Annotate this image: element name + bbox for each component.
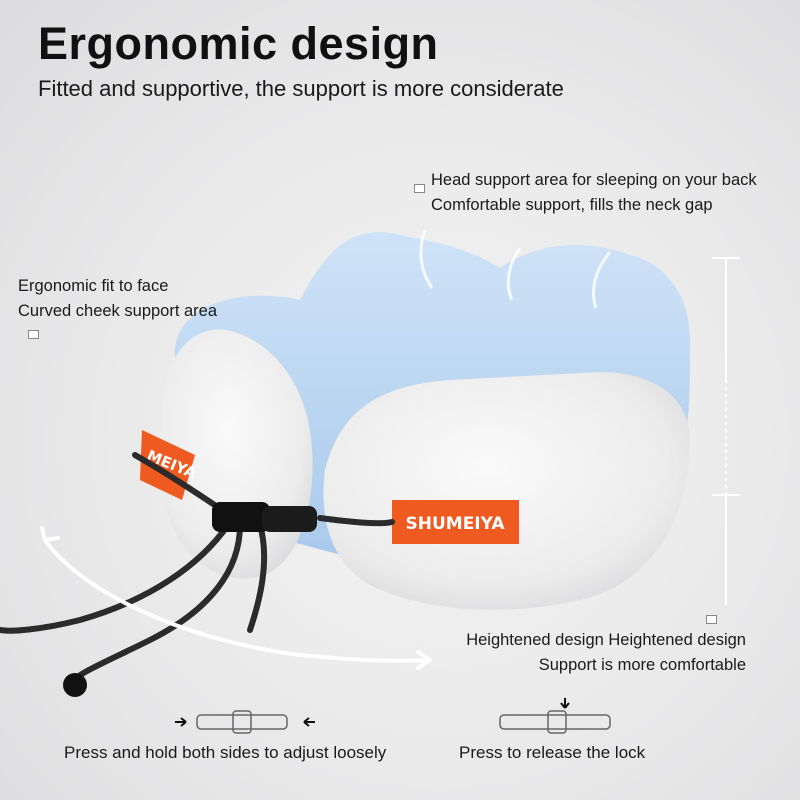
face-fit-line1: Ergonomic fit to face <box>18 277 169 295</box>
brand-tag-right: SHUMEIYA <box>392 500 519 544</box>
release-lock-diagram <box>499 698 611 734</box>
height-indicator <box>712 257 740 605</box>
head-support-note: Head support area for sleeping on your b… <box>431 168 757 218</box>
face-note-bullet <box>28 330 39 339</box>
head-note-bullet <box>414 184 425 193</box>
brand-tag-right-text: SHUMEIYA <box>406 514 506 534</box>
height-line1: Heightened design Heightened design <box>466 631 746 649</box>
height-note-bullet <box>706 615 717 624</box>
height-line2: Support is more comfortable <box>538 656 746 674</box>
page-title: Ergonomic design <box>38 18 439 69</box>
height-note: Heightened design Heightened design Supp… <box>466 628 746 678</box>
adjust-lock-diagram <box>175 710 315 734</box>
page-subtitle: Fitted and supportive, the support is mo… <box>38 76 564 101</box>
cord-end-bead <box>63 673 87 697</box>
head-support-line2: Comfortable support, fills the neck gap <box>431 196 713 214</box>
curved-arrow <box>43 538 431 663</box>
release-caption: Press to release the lock <box>459 743 646 762</box>
pillow-right-lobe <box>323 372 690 610</box>
face-fit-note: Ergonomic fit to face Curved cheek suppo… <box>18 274 217 324</box>
cord-lock <box>212 502 317 532</box>
face-fit-line2: Curved cheek support area <box>18 302 218 320</box>
head-support-line1: Head support area for sleeping on your b… <box>431 171 757 189</box>
adjust-caption: Press and hold both sides to adjust loos… <box>64 743 387 762</box>
